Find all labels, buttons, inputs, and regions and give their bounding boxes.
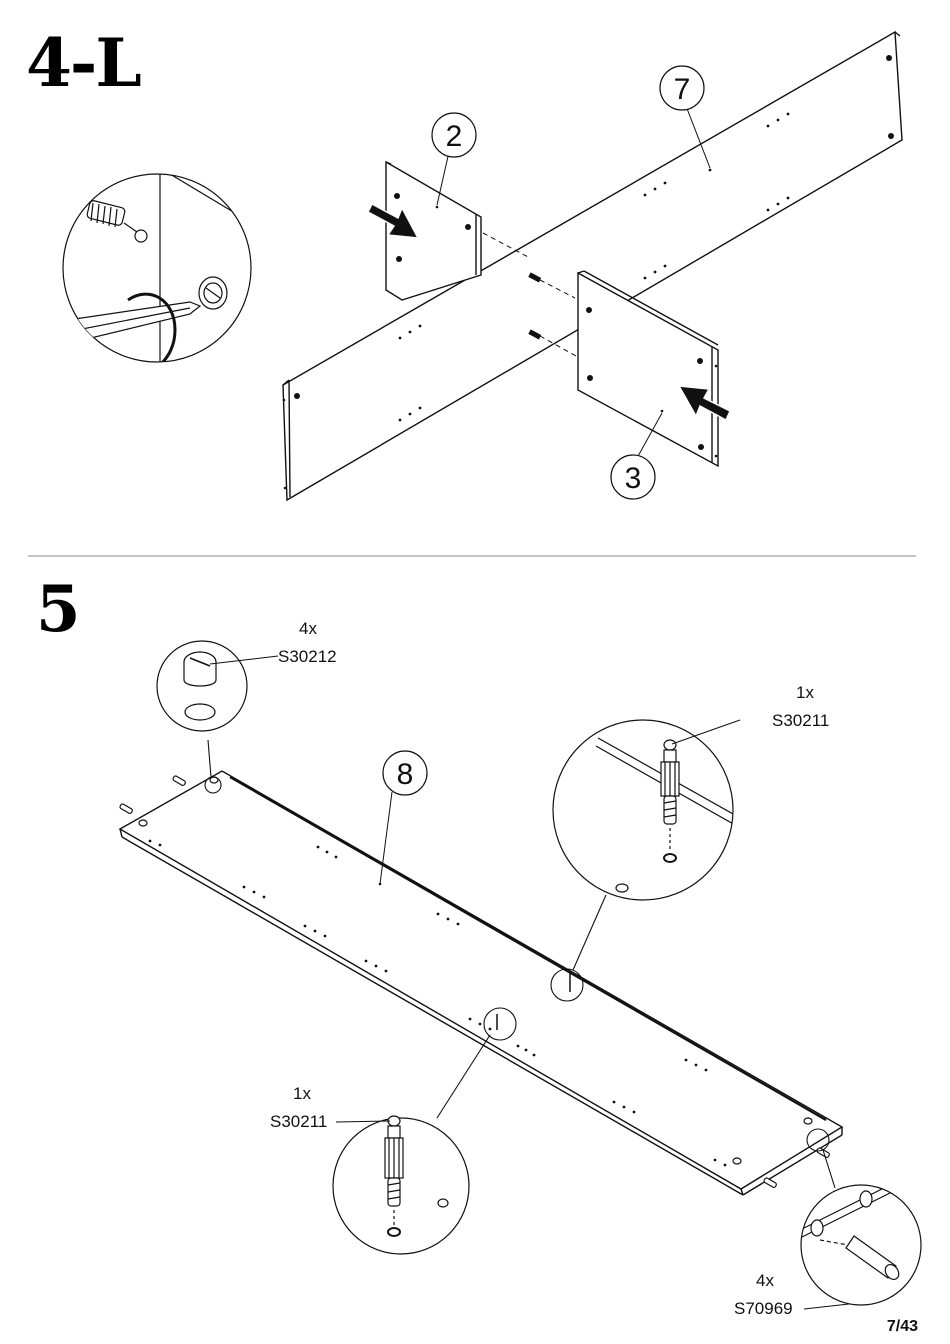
part-number-7: 7 [674,73,691,106]
panel-7 [283,32,902,500]
part-circle-7: 7 [660,66,704,110]
part-circle-8: 8 [383,751,427,795]
cam-lock-qty: 4x [299,620,317,637]
detail-circle-dowel-right [553,720,740,900]
wood-dowel-qty: 4x [756,1272,774,1289]
panel-3 [578,271,718,466]
detail-circle-wood-dowel [800,1170,921,1309]
page-number: 7/43 [887,1318,918,1336]
part-number-3: 3 [625,462,642,495]
part-number-2: 2 [446,120,463,153]
dowel-left-qty: 1x [293,1085,311,1102]
detail-circle-screwdriver [0,168,260,400]
cam-lock-icon [199,277,227,309]
dowel-right-code: S30211 [772,712,829,729]
dowel-left-code: S30211 [270,1113,327,1130]
dowel-right-qty: 1x [796,684,814,701]
wood-dowel-code: S70969 [734,1300,793,1317]
detail-circle-cam-lock [157,641,278,731]
part-circle-2: 2 [432,113,476,157]
cam-lock-code: S30212 [278,648,337,665]
detail-circle-dowel-left [333,1116,469,1254]
panel-8 [119,771,842,1195]
part-number-8: 8 [397,758,414,791]
part-circle-3: 3 [611,455,655,499]
